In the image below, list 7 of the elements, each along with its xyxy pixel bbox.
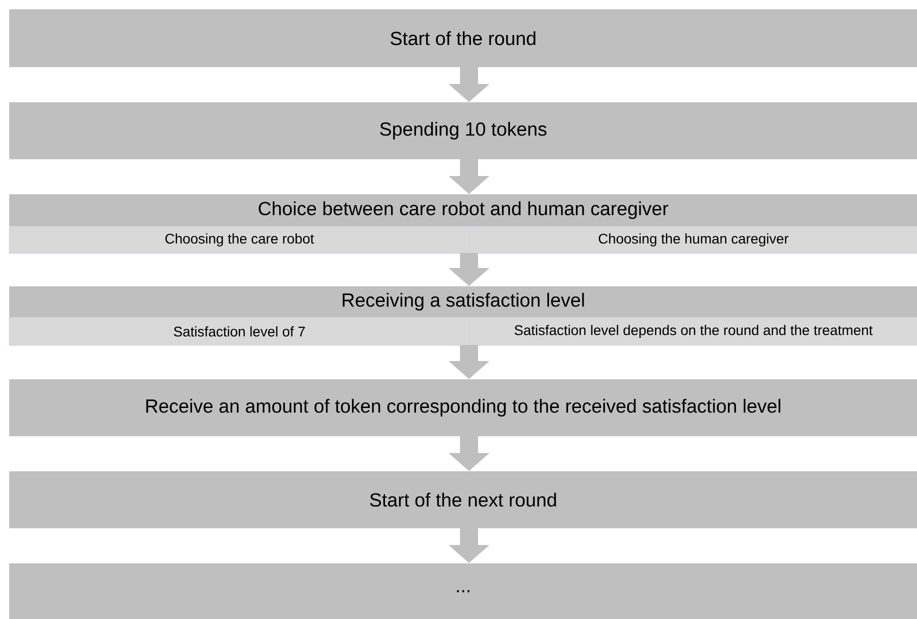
option-cell: Satisfaction level of 7 xyxy=(9,317,470,346)
node-label: Satisfaction level depends on the round and the treatment xyxy=(514,324,873,338)
step-band: ... xyxy=(9,563,917,619)
option-cell: Satisfaction level depends on the round and the treatment xyxy=(469,317,917,346)
option-cell: Choosing the human caregiver xyxy=(469,226,917,254)
option-cell: Choosing the care robot xyxy=(9,226,470,254)
step-band: Start of the round xyxy=(9,9,917,68)
